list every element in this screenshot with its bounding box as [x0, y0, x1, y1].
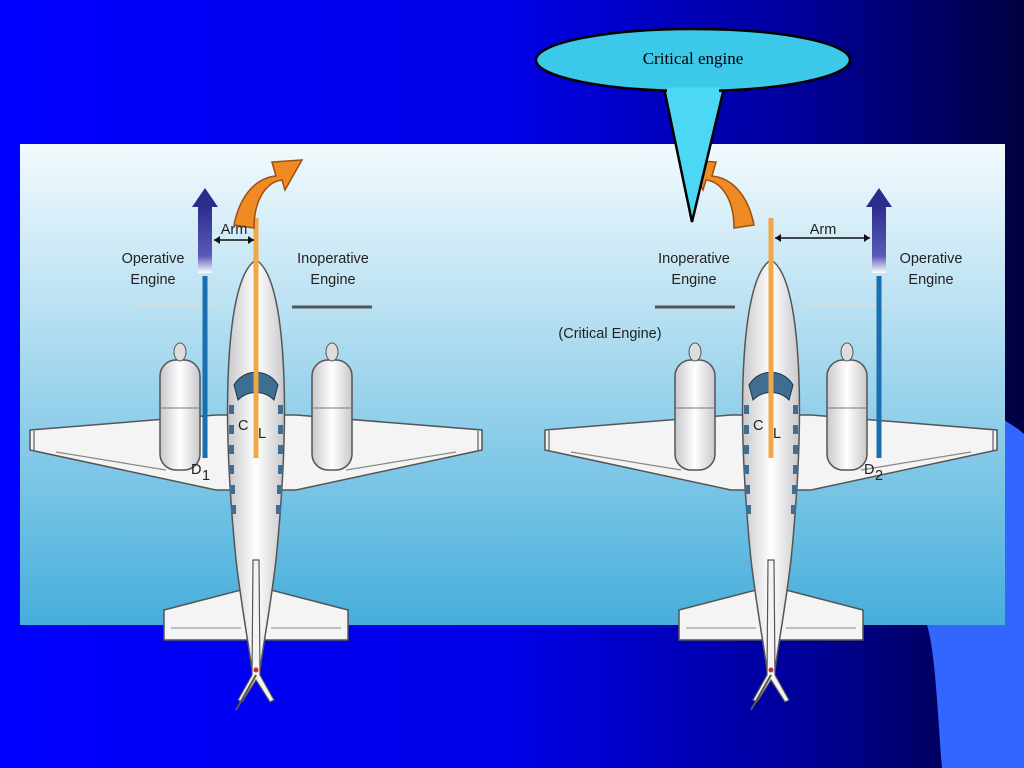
- left-yaw-arrow: [233, 159, 304, 229]
- right-operative-label-1: Operative: [900, 251, 963, 267]
- left-operative-label-2: Engine: [130, 272, 175, 288]
- right-operative-label-2: Engine: [908, 272, 953, 288]
- right-inoperative-label-1: Inoperative: [658, 251, 730, 267]
- right-centerline-c: C: [753, 418, 763, 434]
- left-distance-sub: 1: [202, 468, 210, 484]
- corner-shape: [925, 420, 1024, 768]
- left-centerline-c: C: [238, 418, 248, 434]
- left-distance-letter: D: [191, 462, 201, 478]
- right-inoperative-label-2: Engine: [671, 272, 716, 288]
- right-centerline-l: L: [773, 426, 781, 442]
- callout-text: Critical engine: [643, 49, 744, 68]
- left-inoperative-label-2: Engine: [310, 272, 355, 288]
- left-arm-label: Arm: [221, 222, 248, 238]
- left-operative-label-1: Operative: [122, 251, 185, 267]
- right-arm-label: Arm: [810, 222, 837, 238]
- right-critical-label: (Critical Engine): [558, 326, 661, 342]
- left-inoperative-label-1: Inoperative: [297, 251, 369, 267]
- left-airplane: [29, 159, 483, 711]
- right-distance-letter: D: [864, 462, 874, 478]
- critical-engine-callout: Critical engine: [534, 27, 852, 223]
- right-distance-sub: 2: [875, 468, 883, 484]
- left-centerline-l: L: [258, 426, 266, 442]
